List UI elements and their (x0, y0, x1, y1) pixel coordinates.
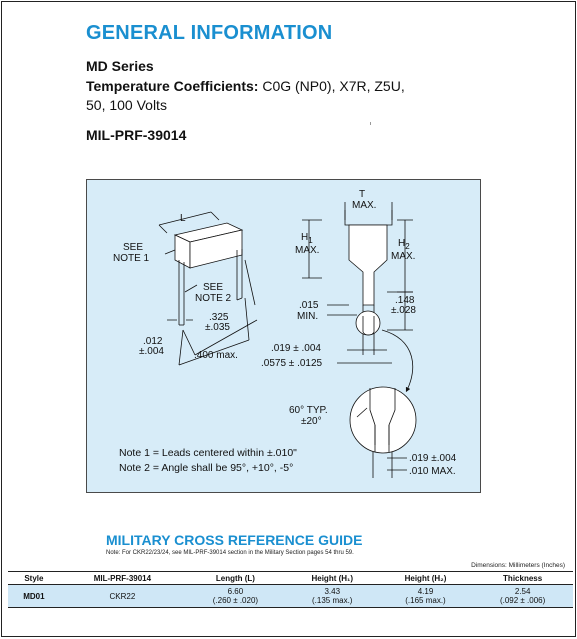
dim-325-tolerance: ±.035 (205, 322, 230, 333)
dimensions-unit-note: Dimensions: Millimeters (Inches) (471, 562, 565, 569)
column-header-style: Style (8, 571, 60, 585)
label-T-max: MAX. (352, 200, 376, 211)
cell-thickness: 2.54(.092 ± .006) (472, 584, 573, 608)
column-header-thickness: Thickness (472, 571, 573, 585)
label-H1: H1 (301, 232, 313, 245)
label-T: T (359, 189, 365, 200)
dim-148-tolerance: ±.028 (391, 305, 416, 316)
dim-010-max: .010 MAX. (409, 466, 456, 477)
mil-spec-number: MIL-PRF-39014 (86, 127, 187, 143)
lead-right (236, 249, 243, 300)
dim-012-value: .012 (143, 336, 163, 347)
table-header-row: Style MIL-PRF-39014 Length (L) Height (H… (8, 571, 573, 585)
tempco-label: Temperature Coefficients: (86, 78, 259, 94)
cross-reference-table: Style MIL-PRF-39014 Length (L) Height (H… (8, 571, 573, 608)
cell-h1-in: (.135 max.) (312, 596, 353, 605)
cell-style: MD01 (8, 584, 60, 608)
page-title: GENERAL INFORMATION (86, 22, 333, 44)
cross-reference-title: MILITARY CROSS REFERENCE GUIDE (106, 532, 363, 548)
dim-L-line (158, 211, 220, 234)
label-see-note-2-b: NOTE 2 (195, 293, 232, 304)
column-header-mil-prf: MIL-PRF-39014 (59, 571, 186, 585)
voltage-ratings: 50, 100 Volts (86, 97, 167, 113)
dim-012-tolerance: ±.004 (139, 346, 164, 357)
cell-height-2: 4.19(.165 max.) (378, 584, 473, 608)
dim-015-value: .015 (299, 300, 319, 311)
note-1: Note 1 = Leads centered within ±.010" (119, 447, 297, 459)
cell-h1-mm: 3.43 (324, 587, 341, 596)
cell-thickness-in: (.092 ± .006) (499, 596, 546, 605)
label-see-note-2-a: SEE (203, 282, 223, 293)
dim-325-value: .325 (209, 312, 229, 323)
lead-left (178, 260, 185, 325)
cell-h2-in: (.165 max.) (405, 596, 446, 605)
label-L: L (180, 213, 186, 224)
label-see-note-1-b: NOTE 1 (113, 253, 150, 264)
cell-height-1: 3.43(.135 max.) (285, 584, 379, 608)
cell-length: 6.60(.260 ± .020) (185, 584, 286, 608)
tempco-values: C0G (NP0), X7R, Z5U, (258, 78, 405, 94)
label-see-note-1-a: SEE (123, 242, 143, 253)
cell-length-in: (.260 ± .020) (212, 596, 259, 605)
dim-148-value: .148 (395, 295, 415, 306)
angle-tolerance: ±20° (301, 416, 322, 427)
dimension-diagram: L SEE NOTE 1 SEE NOTE 2 .325 ±.035 .012 … (86, 179, 481, 493)
lead-detail-circle-small (355, 310, 381, 336)
note-2: Note 2 = Angle shall be 95°, +10°, -5° (119, 462, 293, 474)
series-name: MD Series (86, 58, 154, 74)
dim-H1-line (302, 219, 322, 279)
capacitor-dimension-drawing: L SEE NOTE 1 SEE NOTE 2 .325 ±.035 .012 … (113, 189, 457, 478)
label-H2: H2 (398, 238, 410, 251)
dim-400-value: .400 max. (194, 350, 238, 361)
cell-h2-mm: 4.19 (417, 587, 434, 596)
table-row: MD01 CKR22 6.60(.260 ± .020) 3.43(.135 m… (8, 584, 573, 608)
cell-length-mm: 6.60 (227, 587, 244, 596)
dim-0575-value: .0575 ± .0125 (261, 358, 323, 369)
angle-typ: 60° TYP. (289, 405, 328, 416)
cell-thickness-mm: 2.54 (514, 587, 531, 596)
dim-019-value: .019 ± .004 (271, 343, 321, 354)
cell-mil-prf: CKR22 (59, 584, 186, 608)
column-header-length: Length (L) (185, 571, 286, 585)
dim-019-detail: .019 ±.004 (409, 453, 457, 464)
cross-reference-note: Note: For CKR22/23/24, see MIL-PRF-39014… (106, 550, 354, 556)
label-H2-max: MAX. (391, 251, 415, 262)
column-header-height-1: Height (H₁) (285, 571, 379, 585)
temperature-coefficients: Temperature Coefficients: C0G (NP0), X7R… (86, 78, 405, 94)
capacitor-front-profile (348, 224, 388, 306)
column-header-height-2: Height (H₂) (378, 571, 473, 585)
dim-015-min: MIN. (297, 311, 318, 322)
stray-mark (370, 122, 371, 125)
label-H1-max: MAX. (295, 245, 319, 256)
dim-T-line (344, 210, 393, 226)
lead-detail-circle-large (349, 386, 417, 454)
